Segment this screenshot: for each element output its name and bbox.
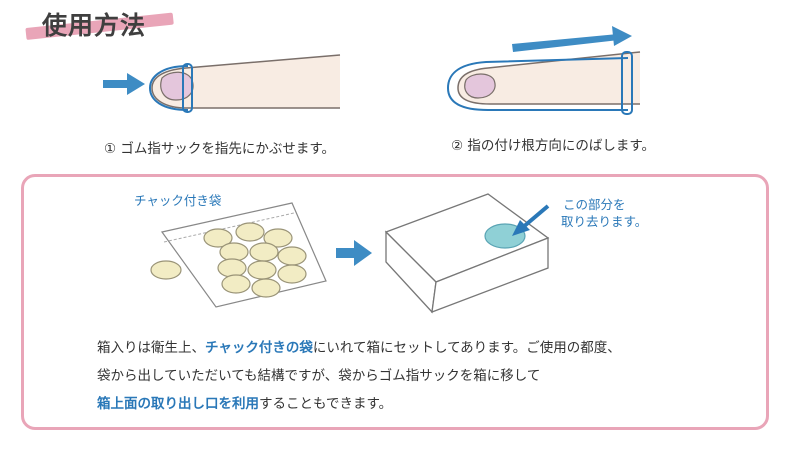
callout-line2: 取り去ります。 bbox=[561, 214, 648, 229]
para1-text-c: にいれて箱にセットしてあります。ご使用の都度、 bbox=[312, 340, 621, 356]
finger-icon bbox=[151, 54, 341, 109]
arrow-callout-icon bbox=[512, 204, 550, 236]
para1-highlight: チャック付きの袋 bbox=[205, 340, 313, 356]
callout-line1: この部分を bbox=[563, 197, 626, 212]
page-title: 使用方法 bbox=[42, 11, 147, 40]
zipper-bag-icon bbox=[150, 202, 327, 308]
bag-label: チャック付き袋 bbox=[134, 193, 222, 208]
box-icon bbox=[384, 193, 550, 314]
para1-text-a: 箱入りは衛生上、 bbox=[97, 340, 205, 356]
finger-icon bbox=[457, 51, 641, 105]
paragraph-line3: 箱上面の取り出し口を利用することもできます。 bbox=[97, 392, 392, 412]
step1-caption: ① ゴム指サックを指先にかぶせます。 bbox=[104, 141, 336, 157]
storage-info-panel bbox=[21, 174, 769, 430]
arrow-right-icon bbox=[103, 73, 145, 95]
para3-text-b: することもできます。 bbox=[259, 396, 393, 412]
para3-highlight: 箱上面の取り出し口を利用 bbox=[97, 396, 259, 412]
fingercot-icon bbox=[148, 63, 193, 113]
step2-caption: ② 指の付け根方向にのばします。 bbox=[451, 138, 656, 154]
arrow-right-icon bbox=[336, 240, 372, 266]
fingercot-icon bbox=[446, 51, 633, 115]
paragraph-line2: 袋から出していただいても結構ですが、袋からゴム指サックを箱に移して bbox=[97, 368, 541, 384]
paragraph-line1: 箱入りは衛生上、チャック付きの袋にいれて箱にセットしてあります。ご使用の都度、 bbox=[97, 336, 621, 356]
arrow-right-icon bbox=[512, 26, 632, 52]
